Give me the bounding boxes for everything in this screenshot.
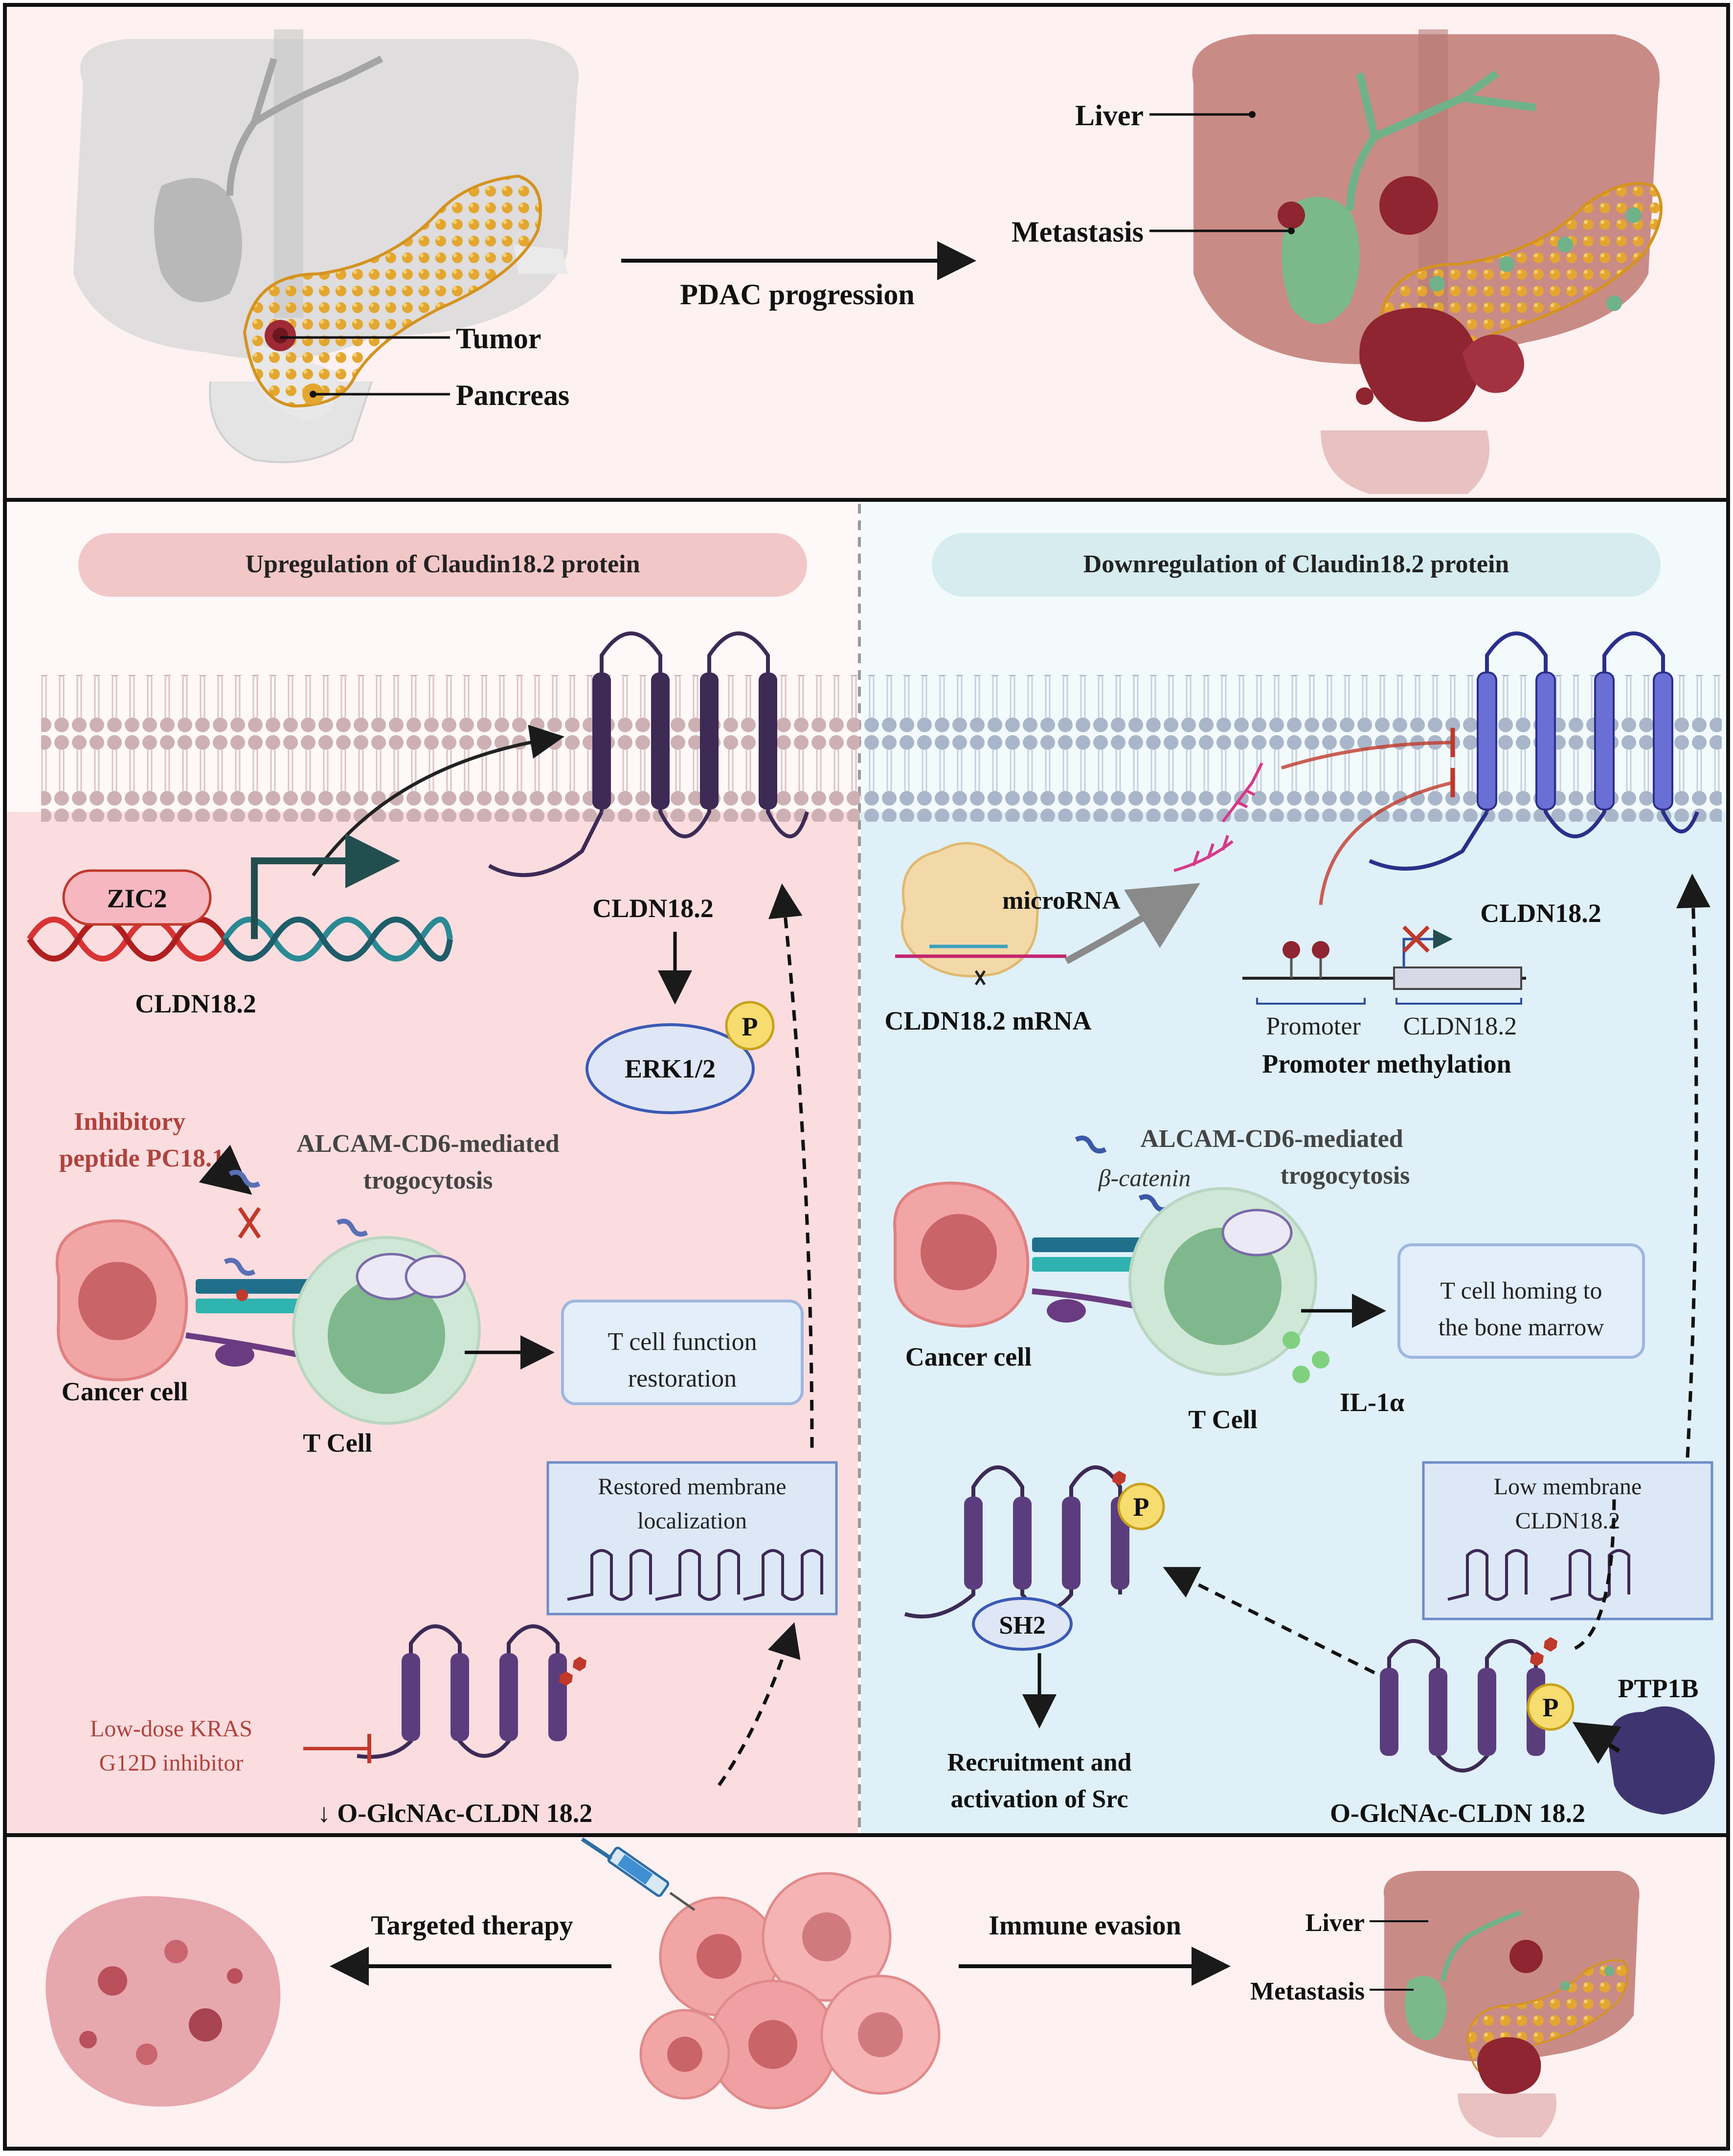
syringe-icon bbox=[581, 1837, 696, 1911]
restored-box bbox=[546, 1461, 838, 1616]
tumor-cluster bbox=[639, 1872, 941, 2110]
restored-mini-claudins bbox=[567, 1549, 823, 1601]
src-line2: activation of Src bbox=[951, 1785, 1128, 1813]
ptp1b-label: PTP1B bbox=[1618, 1674, 1698, 1703]
left-tcell-label: T Cell bbox=[303, 1428, 372, 1458]
right-membrane bbox=[861, 675, 1722, 822]
sh2-claudin bbox=[904, 1465, 1129, 1618]
tcell-restoration-box bbox=[561, 1300, 804, 1405]
sh2-label: SH2 bbox=[999, 1612, 1045, 1639]
left-trogo-line1: ALCAM-CD6-mediated bbox=[296, 1130, 559, 1158]
ptp-phospho-label: P bbox=[1543, 1693, 1559, 1722]
tcell-box-line1: T cell function bbox=[608, 1328, 757, 1356]
gene-label: CLDN18.2 bbox=[135, 989, 256, 1018]
progression-label: PDAC progression bbox=[680, 278, 914, 311]
right-t-cell bbox=[1128, 1187, 1329, 1383]
homing-line2: the bone marrow bbox=[1439, 1313, 1604, 1341]
targeted-therapy-label: Targeted therapy bbox=[371, 1910, 573, 1941]
label-liver: Liver bbox=[1075, 99, 1144, 132]
left-membrane bbox=[41, 675, 860, 822]
bottom-metastasis-label: Metastasis bbox=[1250, 1977, 1365, 2005]
left-protein-label: CLDN18.2 bbox=[592, 894, 714, 923]
right-header: Downregulation of Claudin18.2 protein bbox=[1083, 550, 1509, 578]
low-mini-claudins bbox=[1447, 1549, 1630, 1601]
left-header: Upregulation of Claudin18.2 protein bbox=[245, 550, 640, 578]
low-line1: Low membrane bbox=[1494, 1474, 1642, 1500]
right-trogo-line1: ALCAM-CD6-mediated bbox=[1140, 1125, 1403, 1153]
sh2-phospho-label: P bbox=[1133, 1492, 1149, 1522]
right-cancer-label: Cancer cell bbox=[905, 1342, 1032, 1371]
right-oglcnac-label: O-GlcNAc-CLDN 18.2 bbox=[1330, 1798, 1585, 1828]
homing-line1: T cell homing to bbox=[1440, 1277, 1602, 1304]
right-trogo-line2: trogocytosis bbox=[1281, 1162, 1410, 1190]
zic2-label: ZIC2 bbox=[107, 884, 167, 913]
microrna-complex bbox=[895, 842, 1066, 986]
restored-line1: Restored membrane bbox=[598, 1474, 786, 1500]
left-oglcnac-label: ↓ O-GlcNAc-CLDN 18.2 bbox=[317, 1798, 592, 1828]
dna-helix bbox=[26, 917, 453, 962]
microrna-label: microRNA bbox=[1002, 887, 1121, 915]
label-metastasis: Metastasis bbox=[1012, 216, 1144, 248]
sh2-ellipse bbox=[972, 1597, 1073, 1651]
low-membrane-box bbox=[1422, 1461, 1713, 1620]
immune-evasion-label: Immune evasion bbox=[989, 1910, 1181, 1941]
label-tumor: Tumor bbox=[456, 322, 541, 355]
small-metastatic-organs bbox=[1383, 1871, 1640, 2137]
tcell-box-line2: restoration bbox=[628, 1365, 737, 1392]
left-claudin bbox=[488, 631, 809, 877]
sh2-phospho bbox=[1117, 1482, 1165, 1530]
erk-phospho-label: P bbox=[742, 1012, 758, 1041]
promoter-methylation bbox=[1242, 925, 1526, 1005]
src-line1: Recruitment and bbox=[947, 1749, 1132, 1776]
ptp1b-protein bbox=[1608, 1706, 1715, 1815]
low-line2: CLDN18.2 bbox=[1515, 1508, 1620, 1534]
promoter-methylation-label: Promoter methylation bbox=[1262, 1049, 1511, 1078]
left-t-cell bbox=[292, 1236, 481, 1425]
right-claudin bbox=[1369, 631, 1699, 871]
mrna-label: CLDN18.2 mRNA bbox=[885, 1006, 1092, 1035]
left-trogo-line2: trogocytosis bbox=[363, 1167, 493, 1194]
inhibitory-line1: Inhibitory bbox=[74, 1108, 185, 1136]
right-header-pill bbox=[932, 533, 1661, 597]
right-tcell-label: T Cell bbox=[1188, 1405, 1258, 1434]
left-cancer-label: Cancer cell bbox=[62, 1377, 188, 1406]
ptp-phospho bbox=[1527, 1683, 1575, 1731]
left-cancer-cell bbox=[55, 1219, 188, 1381]
left-header-pill bbox=[78, 533, 807, 597]
erk-ellipse bbox=[585, 1023, 755, 1114]
promoter-gene-label: CLDN18.2 bbox=[1403, 1012, 1517, 1040]
il-label: IL-1α bbox=[1340, 1388, 1404, 1417]
beta-catenin-label: β-catenin bbox=[1098, 1164, 1191, 1191]
erk-label: ERK1/2 bbox=[625, 1054, 716, 1083]
promoter-label: Promoter bbox=[1266, 1012, 1361, 1040]
homing-box bbox=[1397, 1243, 1645, 1359]
left-oglcnac-claudin bbox=[357, 1624, 586, 1759]
dead-cell-debris bbox=[45, 1896, 281, 2107]
kras-line2: G12D inhibitor bbox=[99, 1750, 244, 1776]
bottom-liver-label: Liver bbox=[1305, 1909, 1365, 1937]
kras-line1: Low-dose KRAS bbox=[90, 1716, 252, 1742]
metastatic-organs bbox=[1192, 29, 1663, 494]
label-pancreas: Pancreas bbox=[456, 379, 569, 411]
erk-phospho bbox=[725, 1001, 775, 1051]
zic2-badge bbox=[62, 869, 212, 926]
restored-line2: localization bbox=[637, 1508, 747, 1534]
healthy-organs bbox=[73, 29, 579, 463]
inhibitory-line2: peptide PC18.1 bbox=[59, 1145, 225, 1172]
mirna-fragments bbox=[1173, 762, 1263, 872]
right-cancer-cell bbox=[893, 1181, 1030, 1328]
right-protein-label: CLDN18.2 bbox=[1480, 898, 1601, 928]
